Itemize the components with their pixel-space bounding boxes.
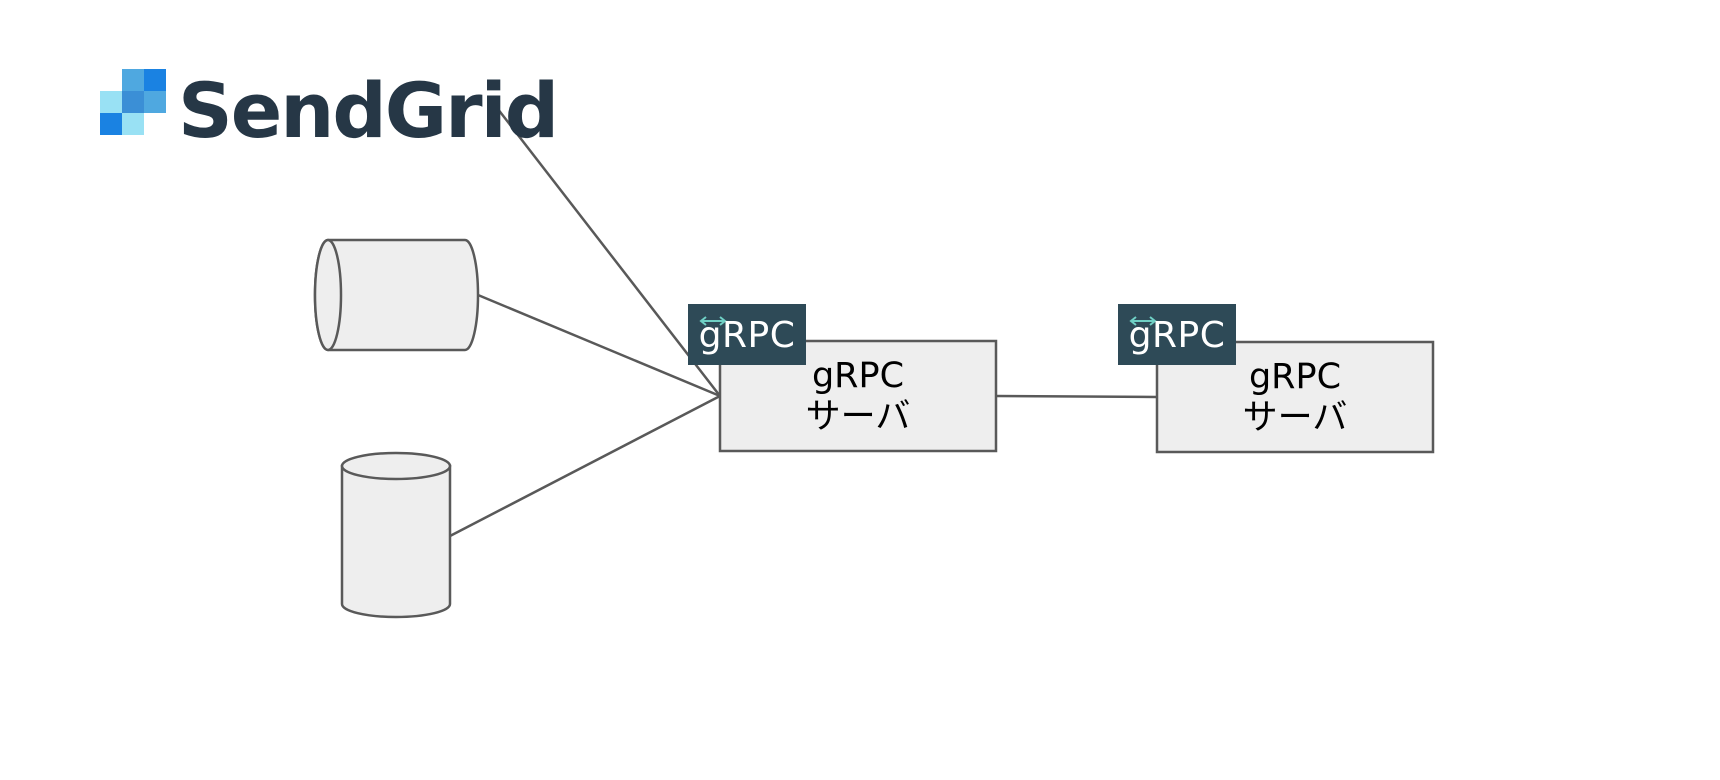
connector-queue-to-server	[477, 293, 721, 398]
sendgrid-logo-text: SendGrid	[178, 66, 557, 155]
sendgrid-logo: SendGrid	[100, 66, 559, 155]
grpc-arrows-icon	[699, 316, 727, 326]
connector-database-to-server	[449, 394, 721, 538]
database-cylinder	[340, 451, 452, 619]
grpc-arrows-icon	[1129, 316, 1157, 326]
sendgrid-logo-icon	[100, 69, 166, 135]
grpc-badge-text: gRPC	[1129, 315, 1226, 356]
connector-server-to-server	[995, 394, 1158, 399]
connector-logo-to-server	[493, 103, 721, 397]
connectors	[449, 103, 1158, 538]
server-label-line1: gRPC	[812, 356, 904, 396]
server-label-line2: サーバ	[806, 397, 911, 437]
queue-cylinder	[313, 238, 480, 352]
grpc-badge-text: gRPC	[699, 315, 796, 356]
server-label-line2: サーバ	[1243, 398, 1348, 438]
grpc-badge-2: gRPC	[1118, 304, 1236, 365]
server-label-line1: gRPC	[1249, 357, 1341, 397]
grpc-badge-1: gRPC	[688, 304, 806, 365]
